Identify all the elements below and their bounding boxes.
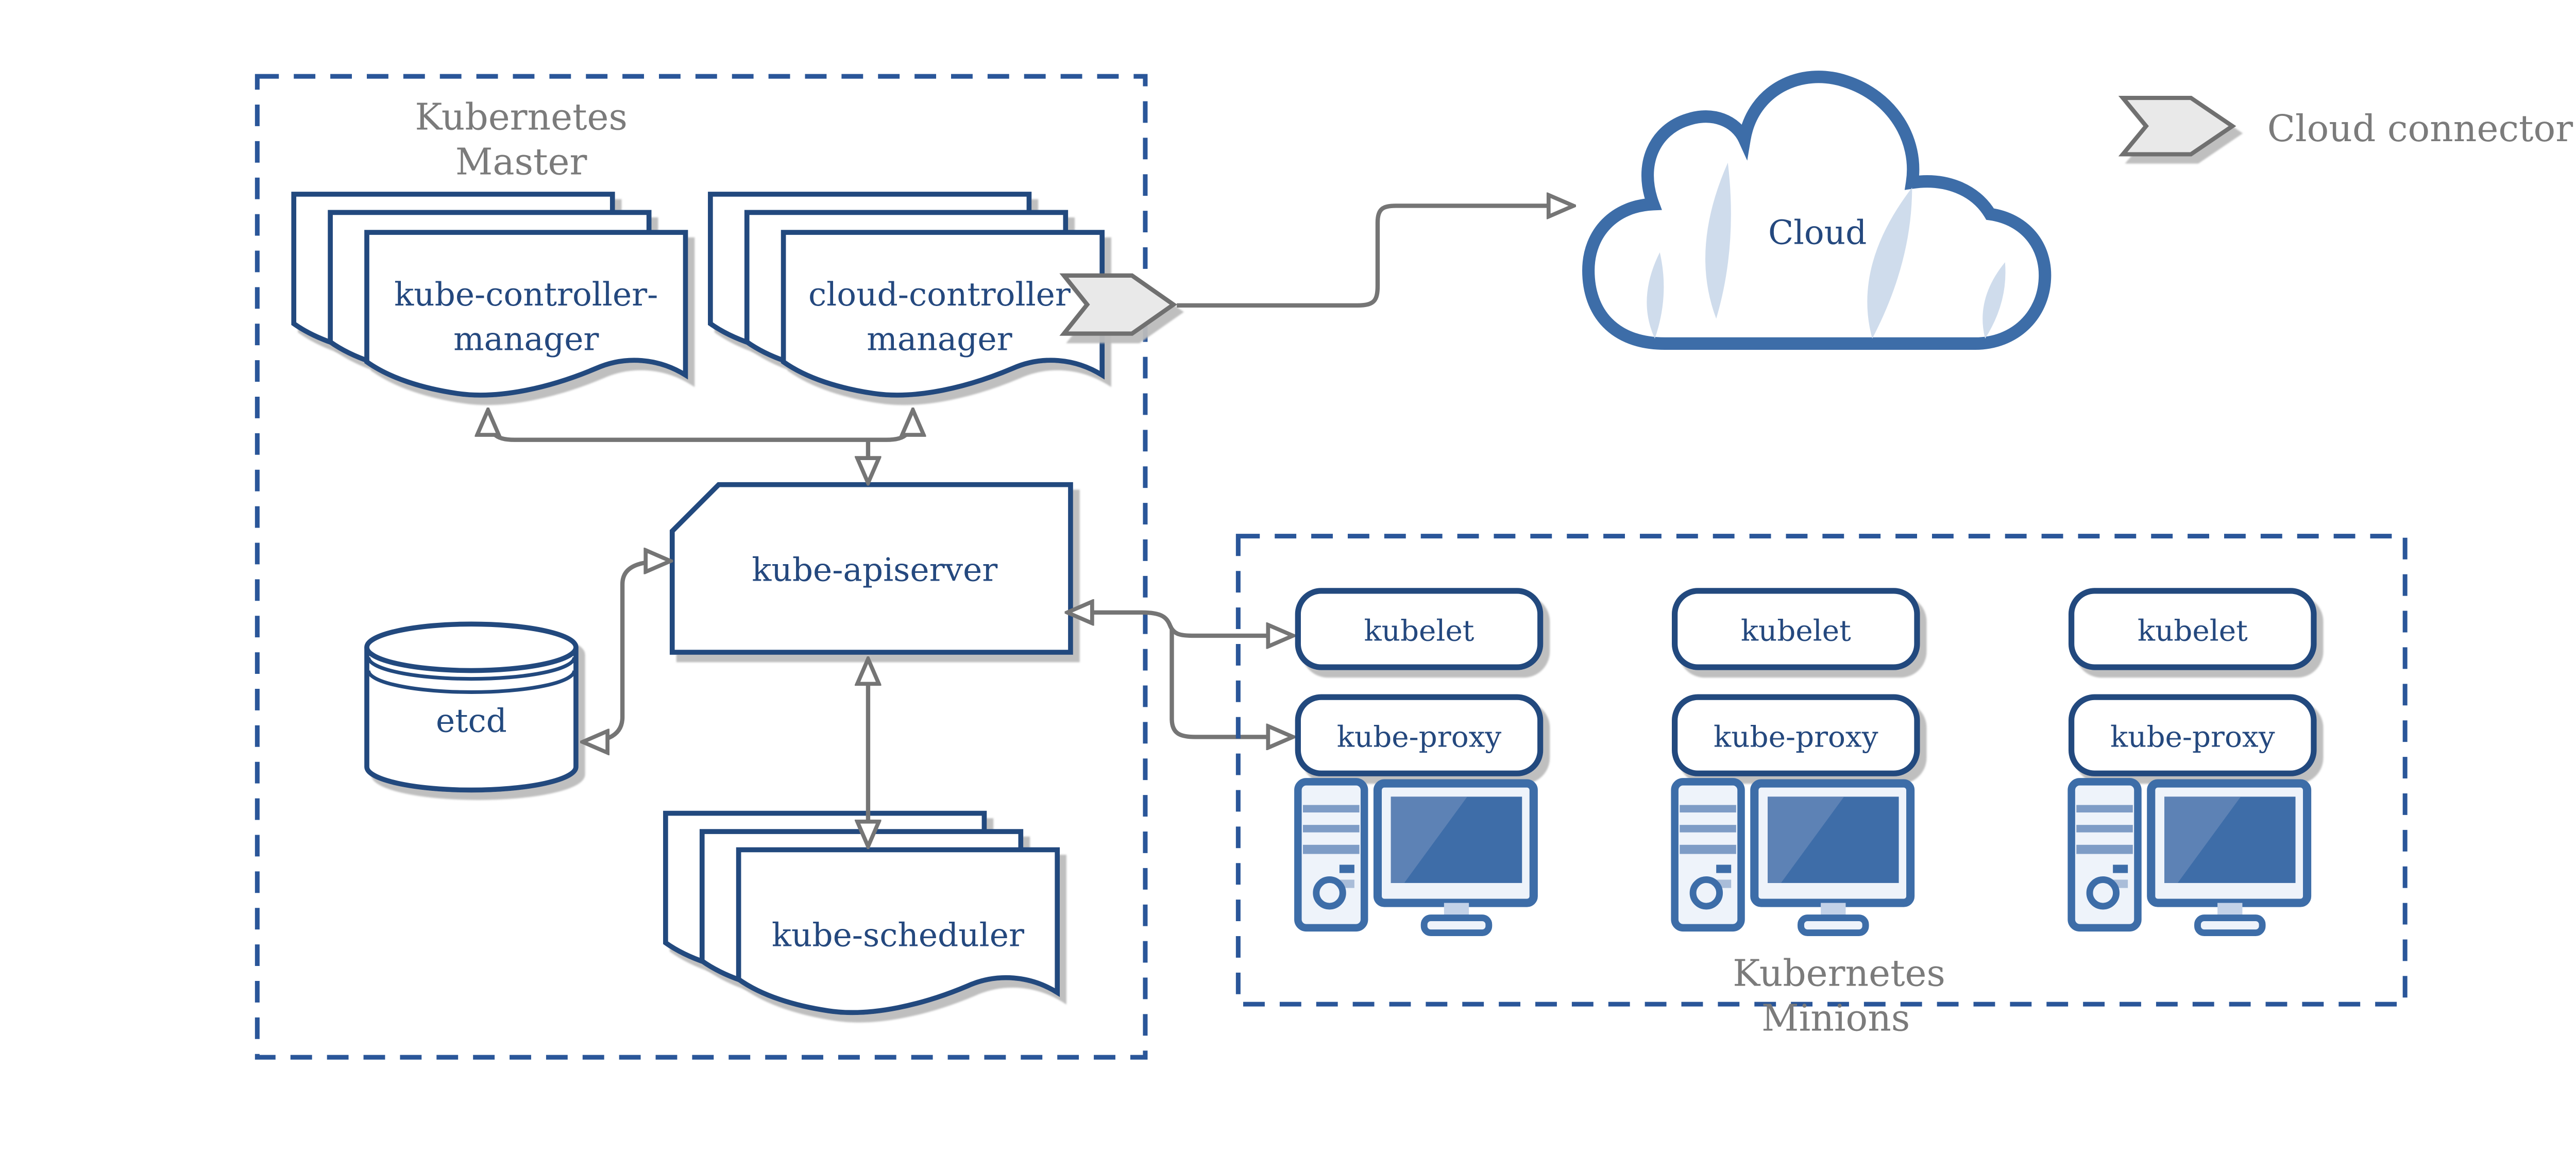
kubelet-label: kubelet bbox=[1741, 615, 1851, 648]
kube-controller-manager-label-line2: manager bbox=[453, 320, 599, 358]
node-etcd: etcd bbox=[364, 621, 579, 793]
connectors bbox=[488, 206, 1573, 846]
cylinder-ring bbox=[366, 670, 577, 694]
computer-icon bbox=[1671, 778, 1915, 937]
cloud-crescent bbox=[1705, 162, 1731, 319]
kubelet-box bbox=[1672, 588, 1920, 670]
cylinder-top bbox=[364, 621, 579, 673]
kube-apiserver-label: kube-apiserver bbox=[752, 551, 998, 589]
node-kube-apiserver: kube-apiserver bbox=[669, 482, 1073, 655]
master-label-line1: Kubernetes bbox=[415, 95, 628, 138]
etcd-label: etcd bbox=[436, 702, 507, 740]
kubernetes-architecture-diagram: Kubernetes Master kube-controller- manag… bbox=[255, 71, 2573, 1060]
kube-proxy-label: kube-proxy bbox=[2110, 721, 2275, 754]
kubelet-box bbox=[1295, 588, 1544, 670]
cloud-label: Cloud bbox=[1768, 214, 1867, 252]
document-shape-icon bbox=[784, 232, 1103, 395]
minions-label-line1: Kubernetes bbox=[1733, 952, 1945, 995]
kubelet-label: kubelet bbox=[2138, 615, 2248, 648]
kube-controller-manager-label-line1: kube-controller- bbox=[394, 276, 658, 313]
node-kube-controller-manager: kube-controller- manager bbox=[294, 194, 685, 395]
arrow-connector-to-cloud bbox=[1177, 206, 1573, 308]
kubelet-label: kubelet bbox=[1364, 615, 1475, 648]
legend-chevron-icon bbox=[2123, 98, 2232, 154]
document-shape-icon bbox=[367, 232, 686, 395]
arrow-apiserver-kube-proxy bbox=[1170, 629, 1293, 737]
cloud-crescent bbox=[1867, 188, 1912, 339]
kube-proxy-box bbox=[1295, 694, 1544, 776]
computer-icon bbox=[1294, 778, 1538, 937]
kubelet-box bbox=[2068, 588, 2317, 670]
master-label-line2: Master bbox=[455, 140, 587, 183]
legend-cloud-connector: Cloud connector bbox=[2123, 98, 2573, 154]
cylinder-ring bbox=[366, 657, 577, 681]
minions-label-line2: Minions bbox=[1761, 997, 1910, 1040]
kube-scheduler-label: kube-scheduler bbox=[772, 916, 1025, 954]
computer-icon bbox=[2067, 778, 2312, 937]
database-cylinder-icon bbox=[364, 647, 579, 793]
arrow-apiserver-kubelet bbox=[1067, 613, 1293, 636]
minion-node-2: kubelet kube-proxy bbox=[1671, 588, 1920, 937]
cloud-controller-manager-label-line1: cloud-controller bbox=[808, 276, 1071, 313]
cloud-crescent bbox=[1647, 252, 1664, 339]
kube-proxy-box bbox=[2068, 694, 2317, 776]
legend-label: Cloud connector bbox=[2267, 107, 2573, 150]
cloud-crescent bbox=[1982, 262, 2006, 339]
kube-proxy-label: kube-proxy bbox=[1714, 721, 1878, 754]
node-cloud: Cloud bbox=[1582, 71, 2052, 350]
minion-node-3: kubelet kube-proxy bbox=[2067, 588, 2317, 937]
master-boundary-box bbox=[255, 74, 1148, 1060]
minions-boundary-box bbox=[1235, 534, 2408, 1007]
node-kube-scheduler: kube-scheduler bbox=[666, 813, 1057, 1013]
arrow-apiserver-to-controllers bbox=[488, 410, 913, 442]
kube-proxy-box bbox=[1672, 694, 1920, 776]
apiserver-card-shape bbox=[669, 482, 1073, 655]
kube-proxy-label: kube-proxy bbox=[1337, 721, 1502, 754]
arrow-apiserver-etcd bbox=[583, 561, 671, 742]
node-cloud-controller-manager: cloud-controller manager bbox=[710, 194, 1102, 395]
cloud-shape-icon bbox=[1582, 71, 2052, 350]
minion-node-1: kubelet kube-proxy bbox=[1294, 588, 1544, 937]
cloud-controller-manager-label-line2: manager bbox=[867, 320, 1012, 358]
